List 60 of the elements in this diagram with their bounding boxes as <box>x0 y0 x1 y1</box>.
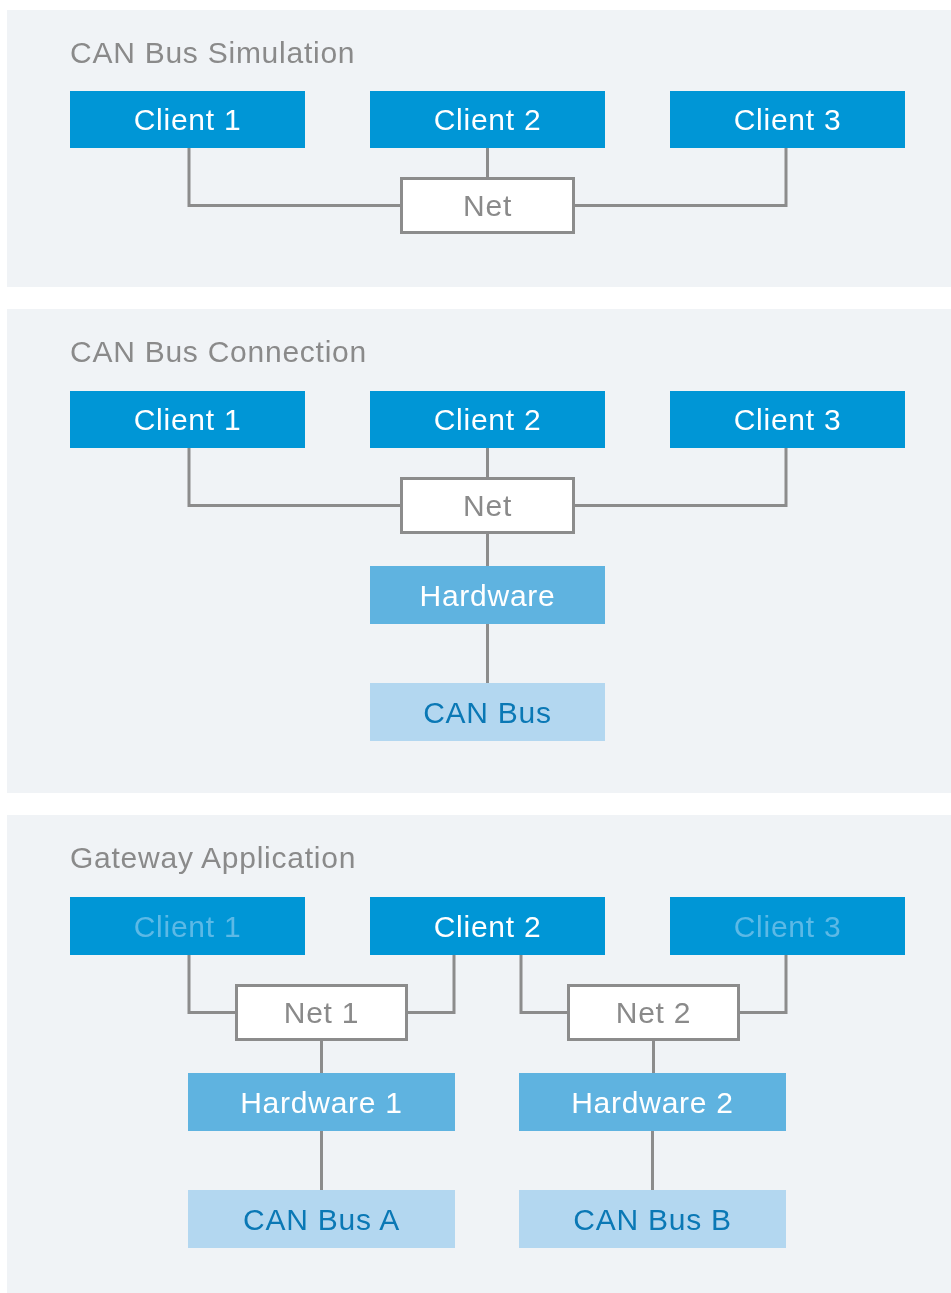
box-label: Client 3 <box>733 402 842 438</box>
connector-line <box>575 148 788 207</box>
box-label: CAN Bus <box>423 694 552 731</box>
box-label: CAN Bus A <box>243 1201 400 1238</box>
section-panel <box>7 815 951 1293</box>
box-label: Client 1 <box>133 402 242 438</box>
box-label: Client 2 <box>433 402 542 438</box>
net-box <box>235 984 408 1041</box>
connector-line <box>486 624 489 683</box>
section-panel <box>7 10 951 287</box>
box-label: Client 3 <box>733 908 842 945</box>
connector-line <box>652 1041 655 1073</box>
client-box <box>670 391 905 448</box>
box-label: Client 2 <box>433 102 542 138</box>
client-box <box>370 391 605 448</box>
client-box <box>370 91 605 148</box>
net-box <box>400 477 575 534</box>
box-label: Client 1 <box>133 102 242 138</box>
section-heading: CAN Bus Connection <box>70 334 367 370</box>
client-box <box>670 91 905 148</box>
bus-box <box>188 1190 455 1248</box>
box-label: Net <box>463 188 512 224</box>
box-label: Hardware 1 <box>240 1084 403 1121</box>
hardware-box <box>188 1073 455 1131</box>
section-panel <box>7 309 951 793</box>
connector-line <box>187 955 235 1014</box>
connector-line <box>187 448 400 507</box>
connector-line <box>740 955 788 1014</box>
client-box <box>70 391 305 448</box>
bus-box <box>370 683 605 741</box>
box-label: Hardware <box>419 577 556 614</box>
client-box <box>670 897 905 955</box>
connector-line <box>187 148 400 207</box>
connector-line <box>575 448 788 507</box>
box-label: Client 2 <box>433 908 542 945</box>
client-box <box>70 91 305 148</box>
connector-line <box>651 1131 654 1190</box>
client-box <box>370 897 605 955</box>
net-box <box>400 177 575 234</box>
box-label: Hardware 2 <box>571 1084 734 1121</box>
section-heading: Gateway Application <box>70 840 357 876</box>
connector-line <box>408 955 456 1014</box>
box-label: Client 1 <box>133 908 242 945</box>
connector-line <box>320 1041 323 1073</box>
box-label: Net <box>463 488 512 524</box>
hardware-box <box>519 1073 786 1131</box>
box-label: Client 3 <box>733 102 842 138</box>
box-label: Net 2 <box>615 995 692 1031</box>
connector-line <box>486 148 489 177</box>
connector-line <box>519 955 567 1014</box>
client-box <box>70 897 305 955</box>
section-heading: CAN Bus Simulation <box>70 35 356 71</box>
box-label: Net 1 <box>283 995 360 1031</box>
hardware-box <box>370 566 605 624</box>
net-box <box>567 984 740 1041</box>
bus-box <box>519 1190 786 1248</box>
connector-line <box>486 534 489 566</box>
connector-line <box>486 448 489 477</box>
box-label: CAN Bus B <box>573 1201 732 1238</box>
connector-line <box>320 1131 323 1190</box>
